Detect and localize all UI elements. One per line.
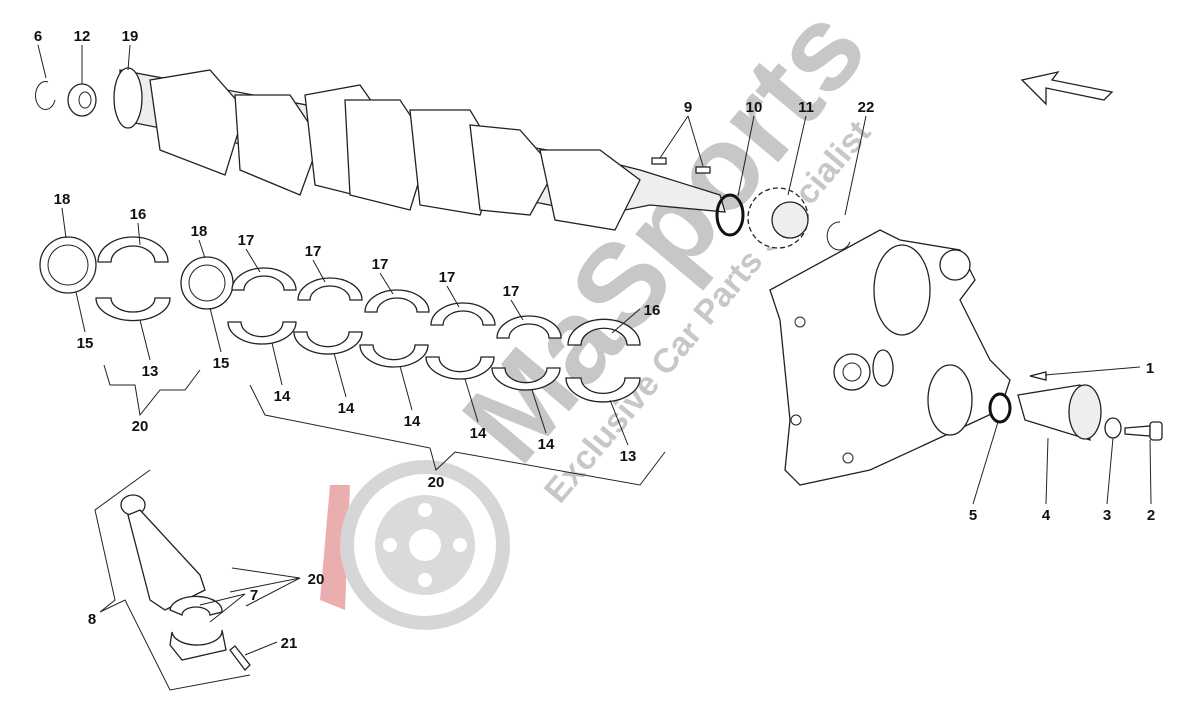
label-15[interactable]: 15 bbox=[77, 335, 94, 352]
callout-labels: 6 12 19 9 10 11 22 18 16 18 17 17 17 17 … bbox=[34, 28, 1155, 652]
timing-cover bbox=[769, 229, 1011, 486]
bearing-12 bbox=[67, 83, 97, 117]
label-19[interactable]: 19 bbox=[122, 28, 139, 45]
watermark-logo bbox=[320, 460, 510, 630]
label-20[interactable]: 20 bbox=[308, 571, 325, 588]
label-17[interactable]: 17 bbox=[305, 243, 322, 260]
circlip-22 bbox=[826, 221, 851, 251]
label-17[interactable]: 17 bbox=[503, 283, 520, 300]
label-10[interactable]: 10 bbox=[746, 99, 763, 116]
label-17[interactable]: 17 bbox=[372, 256, 389, 273]
washer-3 bbox=[1104, 417, 1122, 439]
pulley-4 bbox=[1017, 384, 1102, 441]
label-14[interactable]: 14 bbox=[538, 436, 555, 453]
label-14[interactable]: 14 bbox=[404, 413, 421, 430]
label-17[interactable]: 17 bbox=[238, 232, 255, 249]
label-16[interactable]: 16 bbox=[644, 302, 661, 319]
seal-5 bbox=[988, 392, 1012, 424]
label-9[interactable]: 9 bbox=[684, 99, 692, 116]
label-14[interactable]: 14 bbox=[274, 388, 291, 405]
gear-11 bbox=[747, 187, 809, 249]
label-8[interactable]: 8 bbox=[88, 611, 96, 628]
label-13[interactable]: 13 bbox=[142, 363, 159, 380]
label-20[interactable]: 20 bbox=[132, 418, 149, 435]
label-15[interactable]: 15 bbox=[213, 355, 230, 372]
pin-1 bbox=[1029, 371, 1047, 381]
label-16[interactable]: 16 bbox=[130, 206, 147, 223]
label-4[interactable]: 4 bbox=[1042, 507, 1051, 524]
leader-lines bbox=[37, 44, 1152, 691]
label-13[interactable]: 13 bbox=[620, 448, 637, 465]
label-1[interactable]: 1 bbox=[1146, 360, 1154, 377]
label-5[interactable]: 5 bbox=[969, 507, 977, 524]
bolt-2 bbox=[1124, 421, 1163, 441]
label-14[interactable]: 14 bbox=[338, 400, 355, 417]
label-6[interactable]: 6 bbox=[34, 28, 42, 45]
label-21[interactable]: 21 bbox=[281, 635, 298, 652]
label-2[interactable]: 2 bbox=[1147, 507, 1155, 524]
label-14[interactable]: 14 bbox=[470, 425, 487, 442]
label-11[interactable]: 11 bbox=[798, 99, 814, 116]
label-22[interactable]: 22 bbox=[858, 99, 875, 116]
label-17[interactable]: 17 bbox=[439, 269, 456, 286]
label-18[interactable]: 18 bbox=[54, 191, 71, 208]
label-18[interactable]: 18 bbox=[191, 223, 208, 240]
circlip-6 bbox=[35, 81, 56, 111]
key-9a bbox=[651, 157, 667, 165]
connecting-rod bbox=[120, 494, 251, 671]
bearing-shells-lower bbox=[95, 297, 641, 403]
label-3[interactable]: 3 bbox=[1103, 507, 1111, 524]
label-20[interactable]: 20 bbox=[428, 474, 445, 491]
label-7[interactable]: 7 bbox=[250, 587, 258, 604]
crankshaft bbox=[113, 67, 726, 231]
bearing-shells-upper bbox=[97, 236, 641, 346]
label-12[interactable]: 12 bbox=[74, 28, 91, 45]
direction-arrow-icon bbox=[1020, 70, 1114, 106]
key-9b bbox=[695, 166, 711, 174]
seal-ring-10 bbox=[715, 193, 745, 237]
